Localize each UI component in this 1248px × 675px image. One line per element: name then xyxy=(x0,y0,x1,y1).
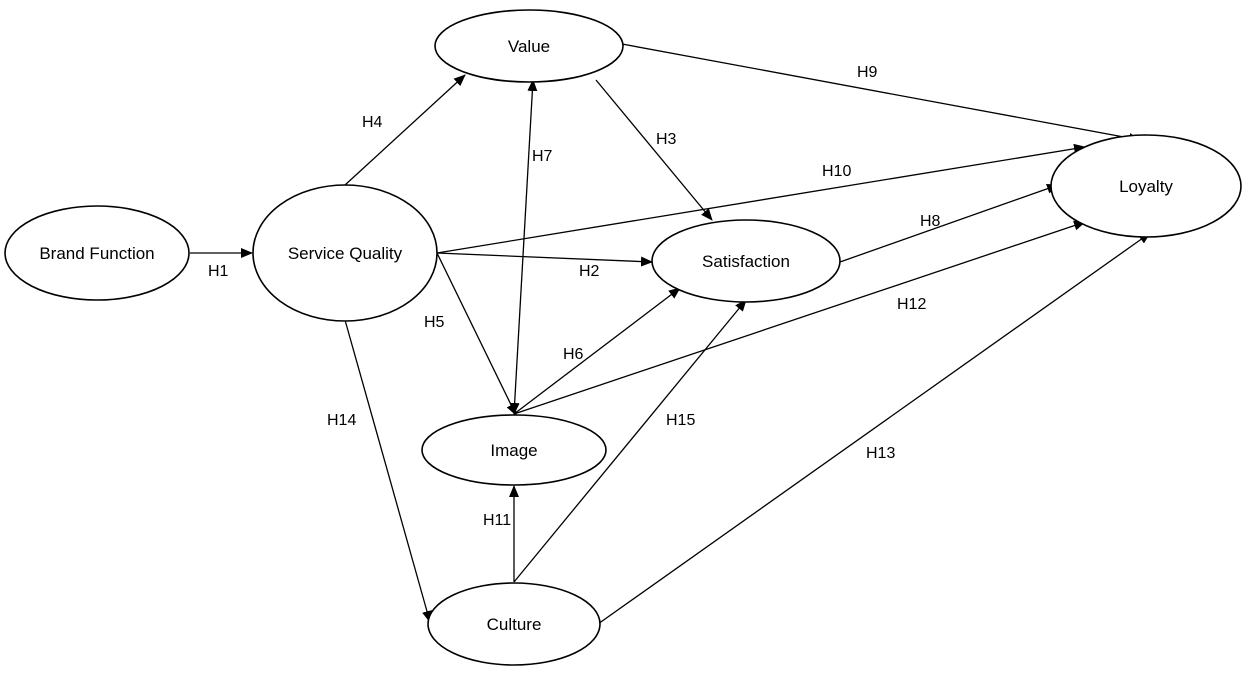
node-value-shape xyxy=(434,9,624,83)
edge-label-h3: H3 xyxy=(656,131,677,148)
node-service-quality-shape xyxy=(252,184,438,322)
node-loyalty-label: Loyalty xyxy=(1119,177,1173,196)
edge-label-h4: H4 xyxy=(362,114,383,131)
edge-h14-service-quality-to-culture xyxy=(344,319,432,623)
edge-h7-image-value-bidirectional xyxy=(509,79,538,415)
edges xyxy=(190,43,1151,625)
edge-h5-service-quality-to-image xyxy=(436,252,517,416)
node-brand-function-shape xyxy=(4,205,190,301)
node-brand-function: Brand Function xyxy=(4,205,190,301)
node-image-shape xyxy=(421,414,607,486)
edge-label-h10: H10 xyxy=(822,163,851,180)
edge-h12-image-to-loyalty xyxy=(513,220,1086,415)
edge-label-h11: H11 xyxy=(483,512,511,529)
edge-label-h6: H6 xyxy=(563,346,584,363)
edge-h9-value-to-loyalty xyxy=(621,43,1141,143)
edge-label-h1: H1 xyxy=(208,263,229,280)
node-loyalty: Loyalty xyxy=(1050,134,1242,238)
node-service-quality-label: Service Quality xyxy=(288,244,403,263)
edge-label-h5: H5 xyxy=(424,314,445,331)
edge-label-h15: H15 xyxy=(666,412,695,429)
edge-label-h2: H2 xyxy=(579,263,600,280)
edge-label-h14: H14 xyxy=(327,412,356,429)
node-value-label: Value xyxy=(508,37,550,56)
edge-h4-service-quality-to-value xyxy=(344,74,466,186)
node-image-label: Image xyxy=(490,441,537,460)
edge-h3-value-to-satisfaction xyxy=(595,79,713,221)
edge-h6-image-to-satisfaction xyxy=(513,287,681,415)
node-culture-label: Culture xyxy=(487,615,542,634)
node-culture: Culture xyxy=(427,582,601,666)
edge-h15-culture-to-satisfaction xyxy=(513,299,747,583)
edge-h10-service-quality-to-loyalty xyxy=(436,143,1086,254)
node-satisfaction-label: Satisfaction xyxy=(702,252,790,271)
edge-label-h9: H9 xyxy=(857,64,878,81)
edge-label-h7: H7 xyxy=(532,148,553,165)
node-loyalty-shape xyxy=(1050,134,1242,238)
node-culture-shape xyxy=(427,582,601,666)
edge-h2-service-quality-to-satisfaction xyxy=(436,252,653,267)
node-value: Value xyxy=(434,9,624,83)
edge-h13-culture-to-loyalty xyxy=(597,232,1151,625)
node-satisfaction-shape xyxy=(651,219,841,303)
edge-label-h12: H12 xyxy=(897,296,926,313)
node-satisfaction: Satisfaction xyxy=(651,219,841,303)
edge-label-h13: H13 xyxy=(866,445,895,462)
edge-label-h8: H8 xyxy=(920,213,941,230)
node-service-quality: Service Quality xyxy=(252,184,438,322)
edge-h8-satisfaction-to-loyalty xyxy=(839,183,1059,263)
node-brand-function-label: Brand Function xyxy=(39,244,154,263)
node-image: Image xyxy=(421,414,607,486)
edge-labels: H1 H2 H3 H4 H5 H6 H7 H8 H9 H10 H11 H12 H… xyxy=(208,64,941,529)
